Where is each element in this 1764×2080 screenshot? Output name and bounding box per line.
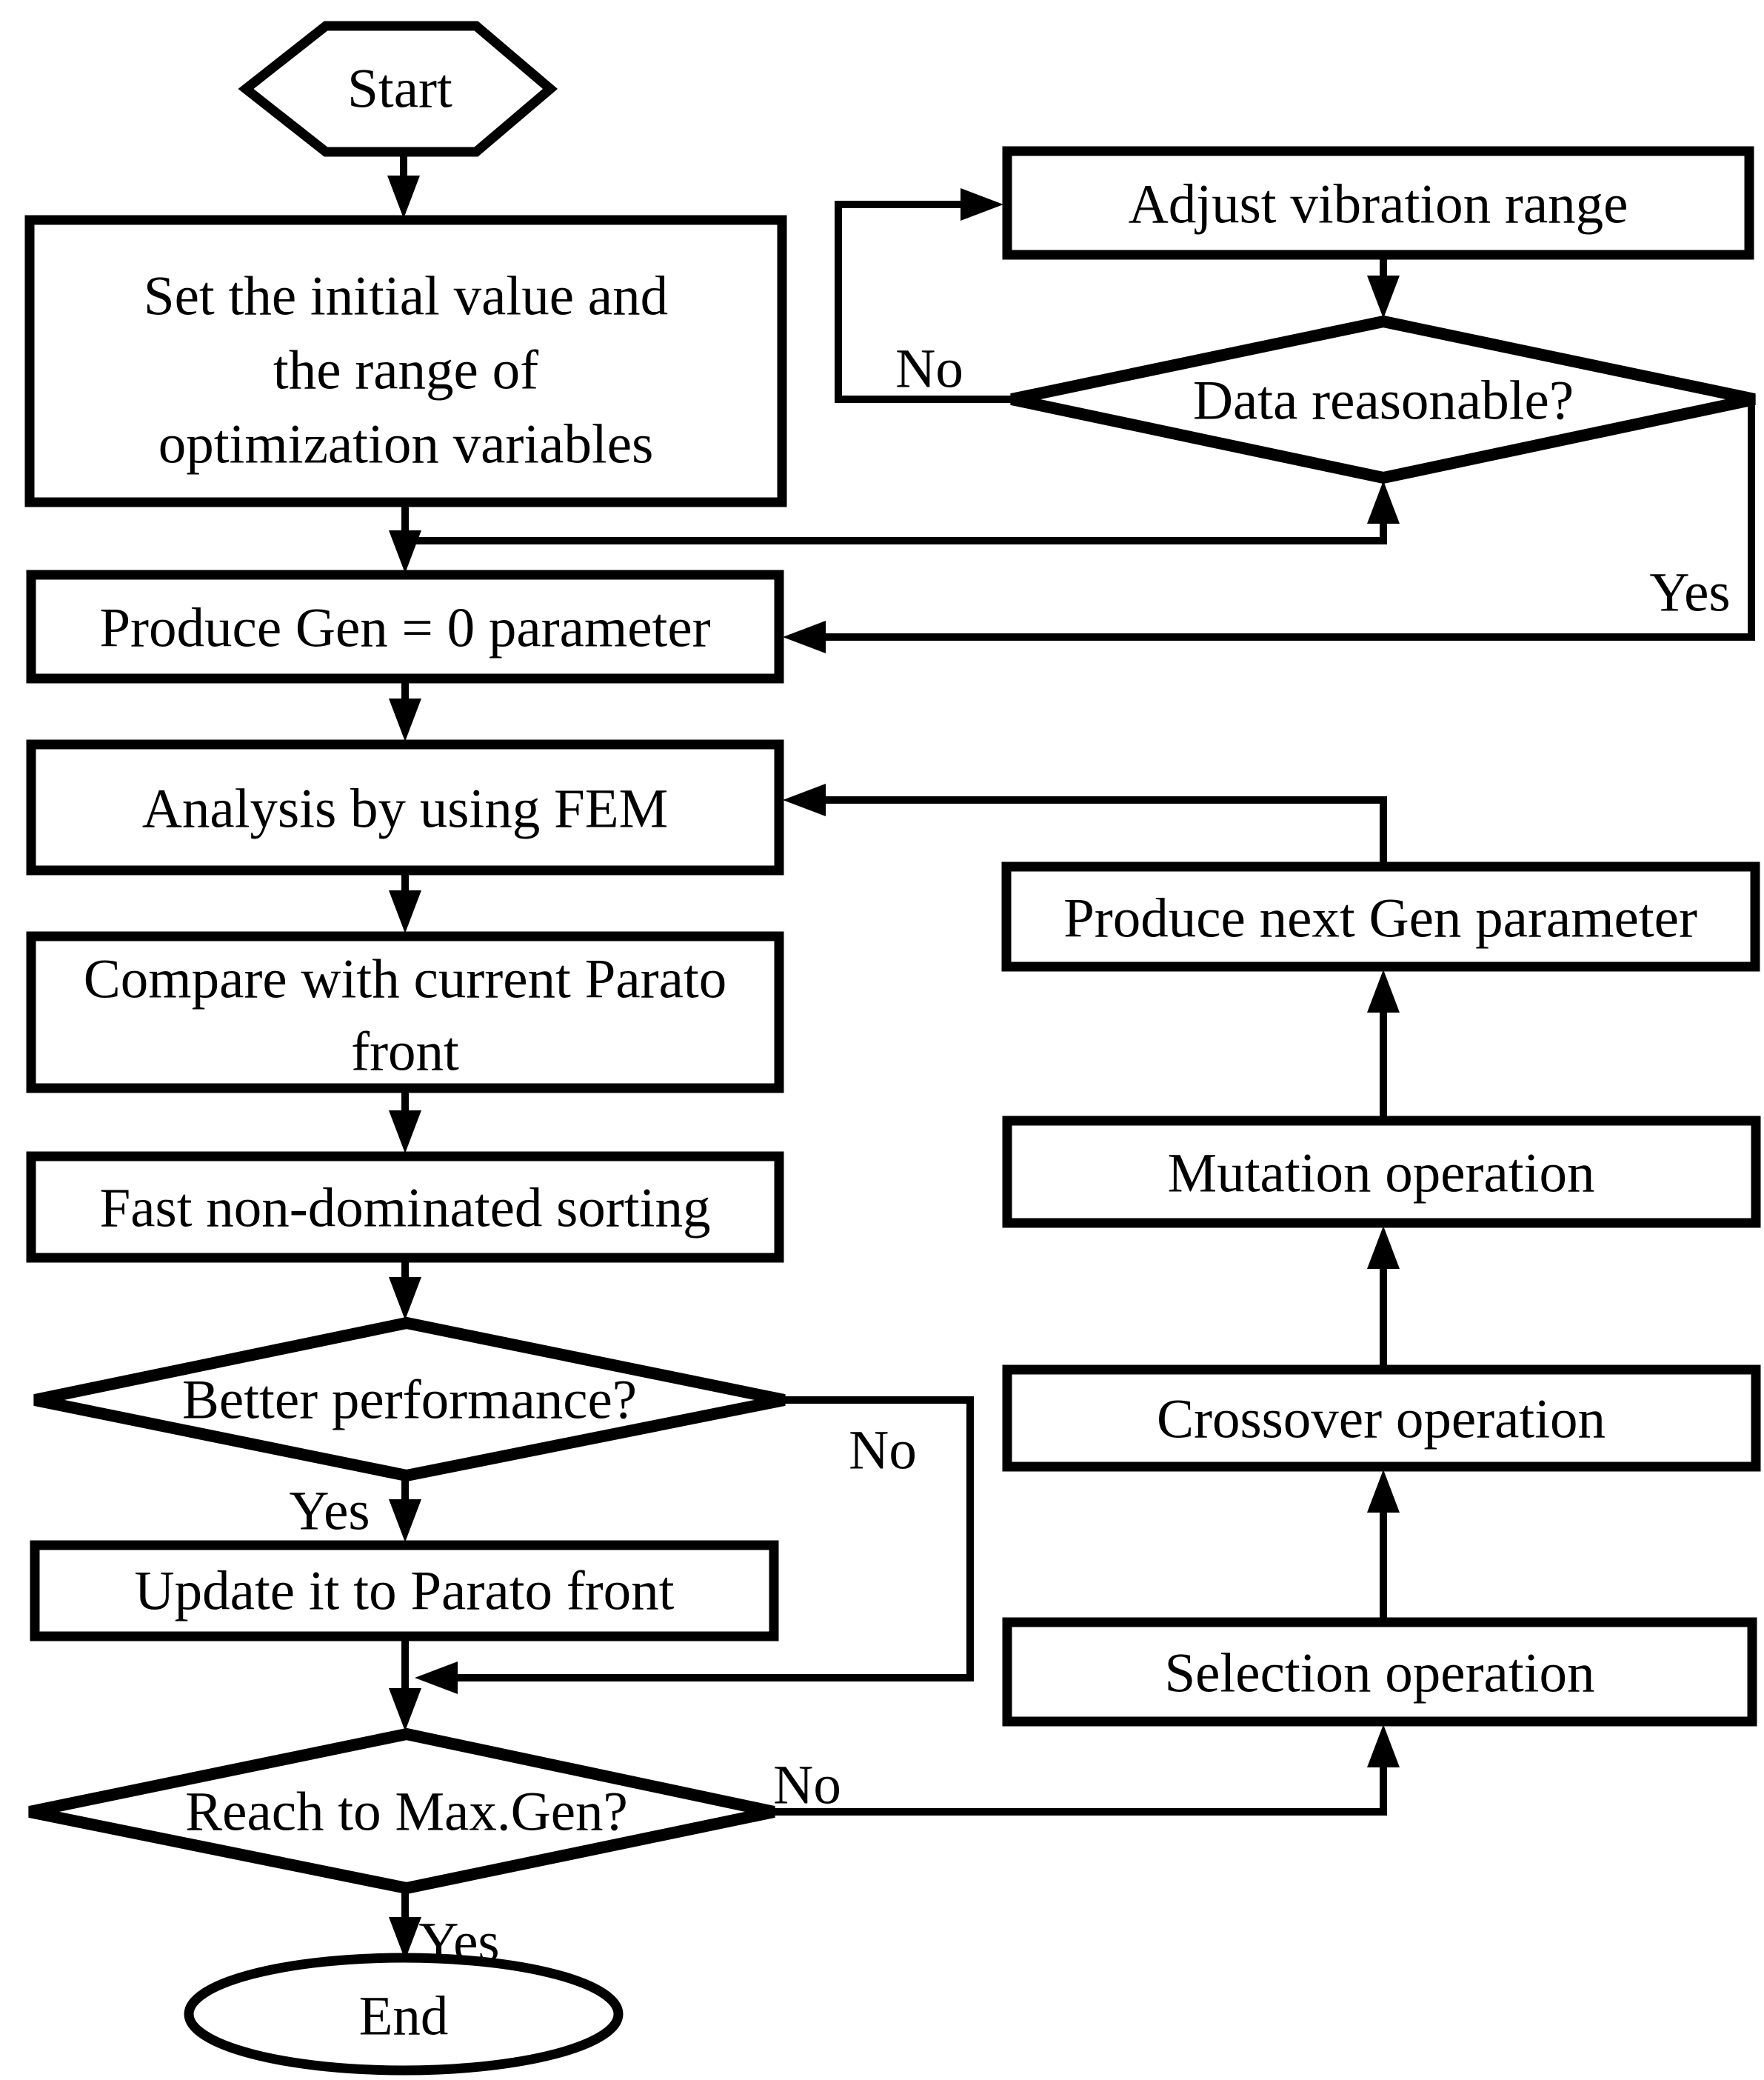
- arrowhead-mutation-to-produce-next-gen: [1367, 970, 1400, 1013]
- arrowhead-start-to-set-initial: [387, 176, 420, 219]
- arrowhead-yes-to-produce-gen0: [783, 621, 826, 653]
- label-analysis-fem: Analysis by using FEM: [142, 779, 669, 840]
- node-mutation: [1002, 1116, 1761, 1228]
- label-set-initial-line3: optimization variables: [158, 414, 654, 476]
- edge-reach-maxgen-no-to-selection: [774, 1764, 1387, 1816]
- arrowhead-fast-sorting-to-better-performance: [389, 1277, 421, 1320]
- arrowhead-produce-gen0-to-analysis-fem: [389, 699, 421, 741]
- edge-data-reasonable-no-loop: [835, 201, 1012, 403]
- nodes: Start Set the initial value and the rang…: [24, 21, 1761, 2076]
- node-data-reasonable-diamond: [1010, 315, 1756, 484]
- label-reach-maxgen: Reach to Max.Gen?: [185, 1781, 628, 1843]
- arrowhead-feedback-to-analysis-fem: [783, 784, 826, 816]
- node-selection: [1002, 1617, 1757, 1727]
- edge-label-data-reasonable-yes: Yes: [1649, 562, 1730, 624]
- label-mutation: Mutation operation: [1168, 1143, 1595, 1204]
- node-start-hexagon: [238, 21, 558, 157]
- node-analysis-fem: [26, 739, 784, 876]
- node-crossover: [1002, 1364, 1761, 1472]
- arrowhead-branch-to-data-reasonable: [1367, 481, 1400, 524]
- label-update-parato: Update it to Parato front: [135, 1561, 675, 1622]
- edge-label-reach-maxgen-yes: Yes: [418, 1912, 499, 1973]
- node-adjust-vibration: [1002, 146, 1754, 260]
- node-compare-parato: [26, 931, 784, 1093]
- label-compare-parato-line2: front: [351, 1021, 459, 1083]
- label-crossover: Crossover operation: [1157, 1389, 1606, 1450]
- arrowhead-set-initial-to-produce-gen0: [389, 530, 421, 573]
- node-fast-sorting: [26, 1151, 784, 1263]
- arrowhead-no-to-selection: [1367, 1724, 1400, 1767]
- arrowhead-analysis-fem-to-compare-parato: [389, 890, 421, 933]
- node-reach-maxgen-diamond: [28, 1727, 775, 1895]
- label-start: Start: [347, 59, 452, 120]
- node-end-ellipse: [184, 1953, 624, 2076]
- edge-label-better-performance-no: No: [849, 1420, 917, 1481]
- node-better-performance-diamond: [33, 1316, 786, 1482]
- arrowhead-selection-to-crossover: [1367, 1470, 1400, 1513]
- node-update-parato: [30, 1540, 779, 1641]
- edge-produce-next-gen-to-analysis-fem: [823, 796, 1387, 867]
- arrowhead-compare-parato-to-fast-sorting: [389, 1110, 421, 1153]
- arrowhead-yes-to-update-parato: [389, 1499, 421, 1542]
- node-produce-next-gen: [1001, 861, 1760, 972]
- arrowhead-update-parato-to-reach-maxgen: [389, 1688, 421, 1731]
- edge-better-performance-no-bypass: [458, 1396, 974, 1681]
- arrowhead-no-bypass-merge: [415, 1661, 458, 1694]
- label-selection: Selection operation: [1164, 1643, 1594, 1704]
- arrowhead-yes-to-end: [389, 1917, 421, 1960]
- edge-label-better-performance-yes: Yes: [289, 1481, 370, 1542]
- label-set-initial-line2: the range of: [273, 340, 538, 401]
- label-set-initial-line1: Set the initial value and: [144, 266, 668, 327]
- edge-labels: No Yes Yes No No Yes: [289, 339, 1730, 1973]
- arrowhead-crossover-to-mutation: [1367, 1226, 1400, 1269]
- node-produce-gen0: [26, 570, 784, 684]
- arrowhead-adjust-vibration-to-data-reasonable: [1367, 276, 1400, 319]
- label-produce-gen0: Produce Gen = 0 parameter: [99, 598, 710, 659]
- label-better-performance: Better performance?: [182, 1370, 637, 1431]
- label-compare-parato-line1: Compare with current Parato: [84, 949, 726, 1010]
- label-fast-sorting: Fast non-dominated sorting: [100, 1178, 711, 1239]
- label-end: End: [359, 1986, 449, 2047]
- arrowhead-no-loop-to-adjust-vibration: [960, 188, 1003, 221]
- node-set-initial: [24, 215, 787, 507]
- edge-label-data-reasonable-no: No: [895, 339, 963, 400]
- edge-set-initial-branch-to-data-reasonable: [405, 520, 1387, 544]
- label-adjust-vibration: Adjust vibration range: [1129, 174, 1628, 236]
- label-produce-next-gen: Produce next Gen parameter: [1063, 888, 1697, 950]
- edge-label-reach-maxgen-no: No: [773, 1755, 841, 1816]
- label-data-reasonable: Data reasonable?: [1193, 370, 1574, 432]
